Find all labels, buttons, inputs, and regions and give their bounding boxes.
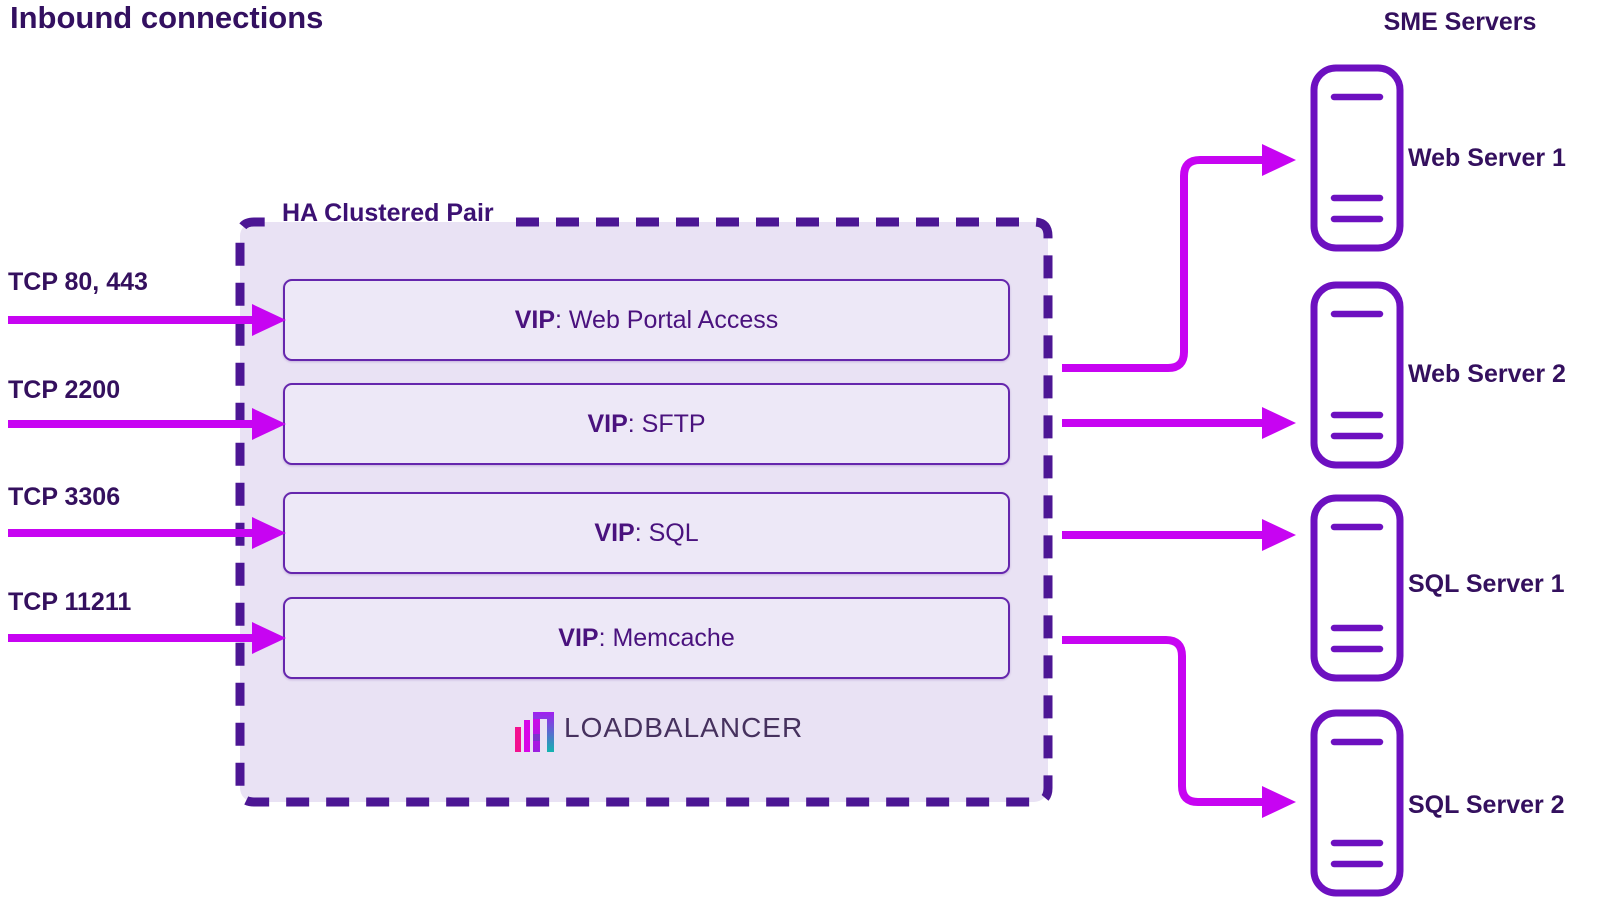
inbound-arrow-tcp-80-443 [8, 304, 286, 336]
inbound-port-label-tcp-3306: TCP 3306 [8, 483, 121, 511]
arrowhead [252, 304, 286, 336]
arrowhead [252, 517, 286, 549]
ha-cluster-label: HA Clustered Pair [282, 199, 494, 227]
vip-box-sftp: VIP: SFTP [283, 383, 1010, 465]
inbound-arrow-tcp-11211 [8, 622, 286, 654]
inbound-arrow-tcp-3306 [8, 517, 286, 549]
vip-label-rest: : SQL [634, 518, 699, 547]
vip-label-rest: : Web Portal Access [555, 305, 779, 334]
arrowhead [252, 622, 286, 654]
loadbalancer-logo-text: LOADBALANCER [564, 712, 804, 743]
page-title: Inbound connections [10, 0, 324, 35]
server-label-web-server-1: Web Server 1 [1408, 144, 1566, 172]
server-icon-web-server-1 [1310, 64, 1404, 252]
connector-arrow-to-web-server-1 [1062, 144, 1296, 372]
connector-arrow-to-web-server-2 [1062, 407, 1296, 439]
arrowhead [1262, 144, 1296, 176]
sme-servers-heading: SME Servers [1383, 8, 1537, 36]
server-icon-sql-server-1 [1310, 494, 1404, 682]
arrowhead [1262, 407, 1296, 439]
vip-label-bold: VIP [594, 518, 635, 547]
vip-label-bold: VIP [587, 409, 628, 438]
server-label-web-server-2: Web Server 2 [1408, 360, 1566, 388]
inbound-port-label-tcp-2200: TCP 2200 [8, 376, 121, 404]
inbound-port-label-tcp-80-443: TCP 80, 443 [8, 268, 148, 296]
server-label-sql-server-2: SQL Server 2 [1408, 791, 1565, 819]
vip-box-memcache: VIP: Memcache [283, 597, 1010, 679]
vip-box-sql: VIP: SQL [283, 492, 1010, 574]
vip-label-rest: : SFTP [627, 409, 706, 438]
inbound-port-label-tcp-11211: TCP 11211 [8, 588, 132, 616]
loadbalancer-logo-icon [515, 712, 554, 752]
arrowhead [1262, 519, 1296, 551]
connector-arrow-to-sql-server-2 [1062, 636, 1296, 818]
vip-label-rest: : Memcache [598, 623, 735, 652]
server-icon-sql-server-2 [1310, 709, 1404, 897]
vip-box-web-portal-access: VIP: Web Portal Access [283, 279, 1010, 361]
server-label-sql-server-1: SQL Server 1 [1408, 570, 1565, 598]
connector-arrow-to-sql-server-1 [1062, 519, 1296, 551]
inbound-arrow-tcp-2200 [8, 408, 286, 440]
vip-label-bold: VIP [558, 623, 599, 652]
arrowhead [1262, 786, 1296, 818]
server-icon-web-server-2 [1310, 281, 1404, 469]
vip-label-bold: VIP [514, 305, 556, 334]
arrowhead [252, 408, 286, 440]
